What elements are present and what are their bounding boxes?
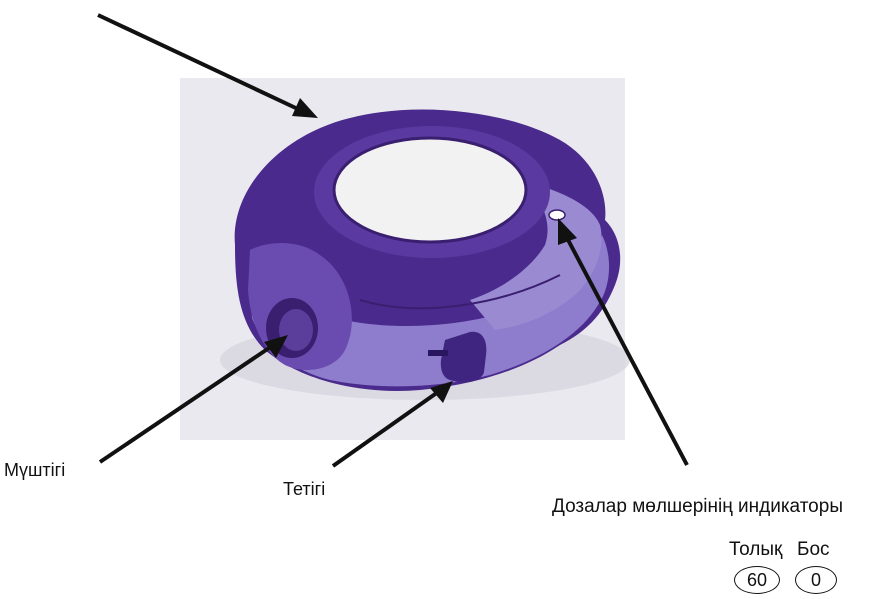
empty-label: Бос [797, 540, 830, 560]
lever-label: Тетігі [283, 479, 325, 499]
empty-count-badge: 0 [795, 566, 837, 594]
dose-indicator-window [549, 210, 565, 220]
center-disc [334, 138, 526, 242]
inhaler-illustration [220, 109, 630, 400]
full-label: Толық [729, 540, 782, 560]
dose-indicator-label: Дозалар мөлшерінің индикаторы [552, 497, 843, 517]
full-count-badge: 60 [734, 566, 780, 594]
mouthpiece-label: Мүштігі [4, 460, 65, 480]
lever [441, 332, 487, 383]
